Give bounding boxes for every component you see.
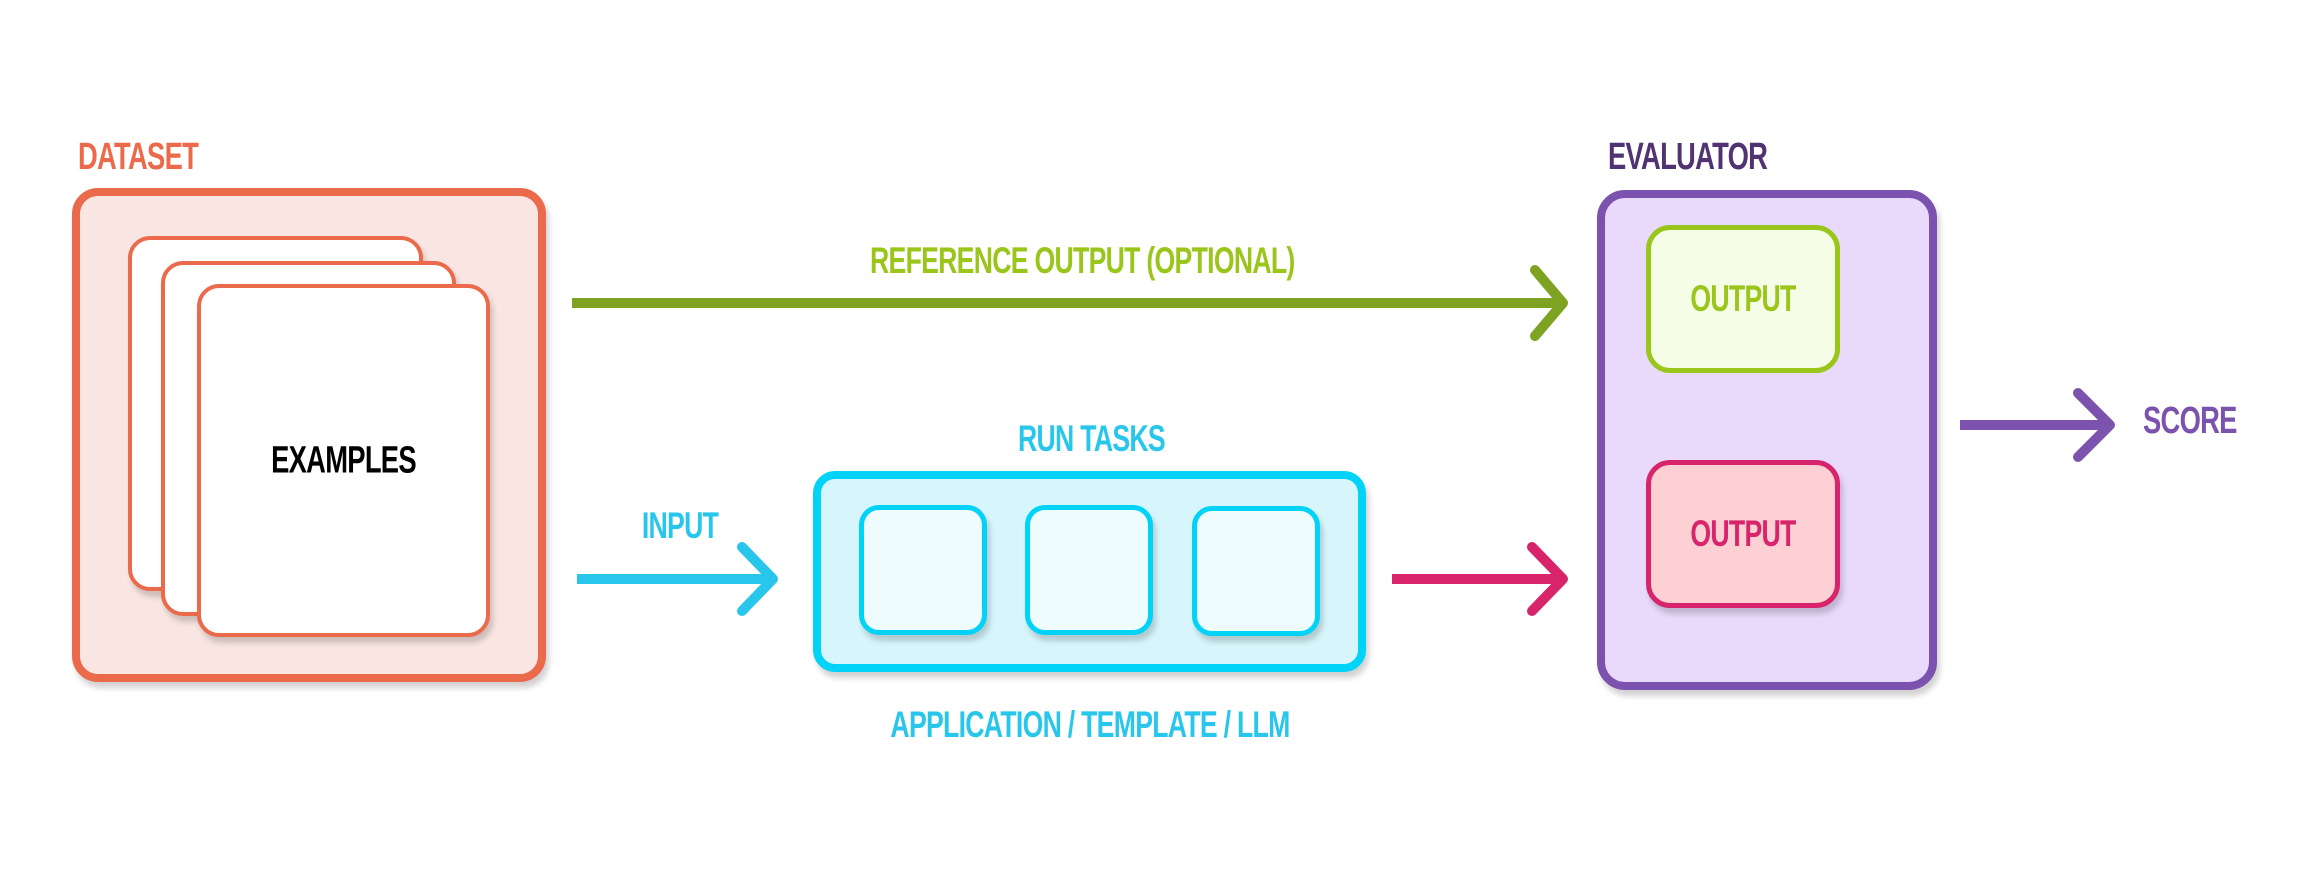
example-card-front: EXAMPLES [197, 284, 490, 637]
task-card [1192, 506, 1320, 636]
reference-output-label: REFERENCE OUTPUT (OPTIONAL) [870, 240, 1295, 281]
task-card [1025, 505, 1153, 635]
score-label: SCORE [2143, 400, 2237, 442]
reference-output-box-label: OUTPUT [1690, 278, 1796, 319]
score-arrow [1960, 388, 2115, 462]
dataset-title: DATASET [78, 136, 199, 178]
input-arrow [577, 542, 778, 616]
task-output-box: OUTPUT [1646, 460, 1840, 608]
evaluator-title: EVALUATOR [1608, 136, 1768, 178]
reference-output-arrow [572, 265, 1568, 341]
task-output-box-label: OUTPUT [1690, 513, 1796, 554]
input-label: INPUT [641, 505, 719, 546]
run-tasks-title: RUN TASKS [1018, 418, 1166, 459]
task-output-arrow [1392, 542, 1568, 616]
task-card [859, 505, 987, 635]
examples-label: EXAMPLES [271, 439, 416, 481]
tasks-caption: APPLICATION / TEMPLATE / LLM [890, 704, 1290, 745]
reference-output-box: OUTPUT [1646, 225, 1840, 373]
